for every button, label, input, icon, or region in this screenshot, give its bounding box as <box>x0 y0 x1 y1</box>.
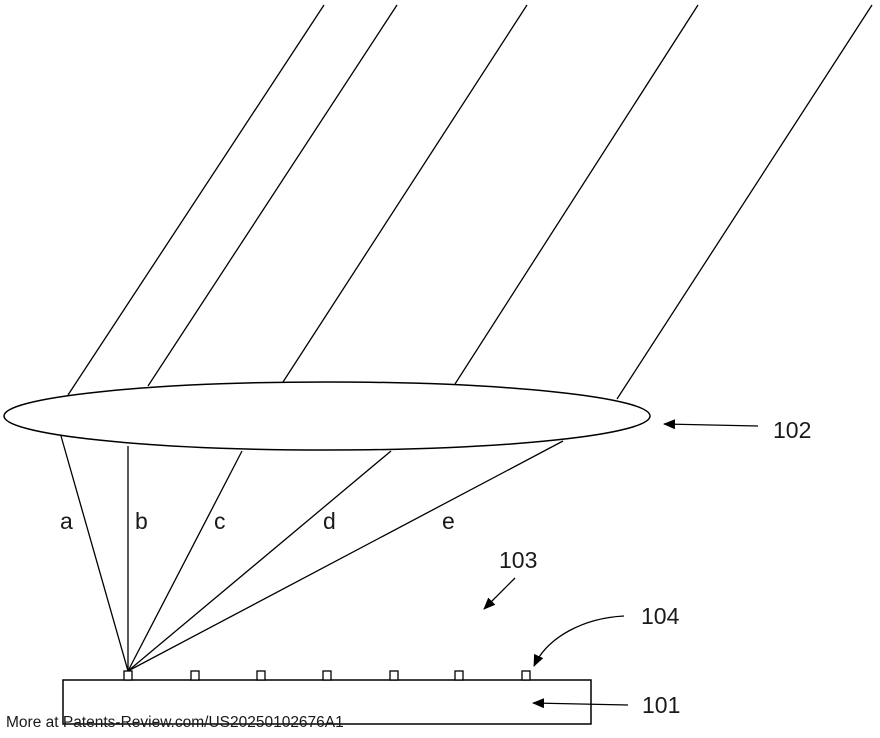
ray-label-e: e <box>442 508 455 534</box>
incoming-ray-c <box>283 5 527 382</box>
incoming-ray-b <box>148 5 397 386</box>
incoming-ray-d <box>455 5 698 384</box>
ref-numeral-101: 101 <box>642 692 680 718</box>
pixel-element <box>191 671 199 680</box>
pixel-element <box>390 671 398 680</box>
pixel-element <box>257 671 265 680</box>
leader-arrow-104 <box>534 616 624 666</box>
lens-102 <box>4 382 650 450</box>
converging-ray-e <box>128 441 563 671</box>
leader-arrow-103 <box>484 578 515 609</box>
pixel-element <box>323 671 331 680</box>
incoming-rays <box>68 5 872 399</box>
source-footer: More at Patents-Review.com/US20250102676… <box>6 714 344 731</box>
ray-label-a: a <box>60 508 73 534</box>
incoming-ray-a <box>68 5 324 395</box>
leader-arrow-101 <box>533 703 628 705</box>
pixel-element <box>455 671 463 680</box>
incoming-ray-e <box>617 5 872 399</box>
leader-arrow-102 <box>664 424 758 426</box>
pixel-element <box>522 671 530 680</box>
ref-numeral-103: 103 <box>499 547 537 573</box>
ref-numeral-102: 102 <box>773 417 811 443</box>
ref-numeral-104: 104 <box>641 603 680 629</box>
converging-ray-c <box>128 451 242 671</box>
converging-ray-a <box>61 436 128 671</box>
ray-label-c: c <box>214 508 226 534</box>
ray-label-b: b <box>135 508 148 534</box>
ray-label-d: d <box>323 508 336 534</box>
pixel-element <box>124 671 132 680</box>
converging-ray-d <box>128 451 391 671</box>
converging-rays <box>61 436 563 671</box>
pixel-elements-104 <box>124 671 530 680</box>
